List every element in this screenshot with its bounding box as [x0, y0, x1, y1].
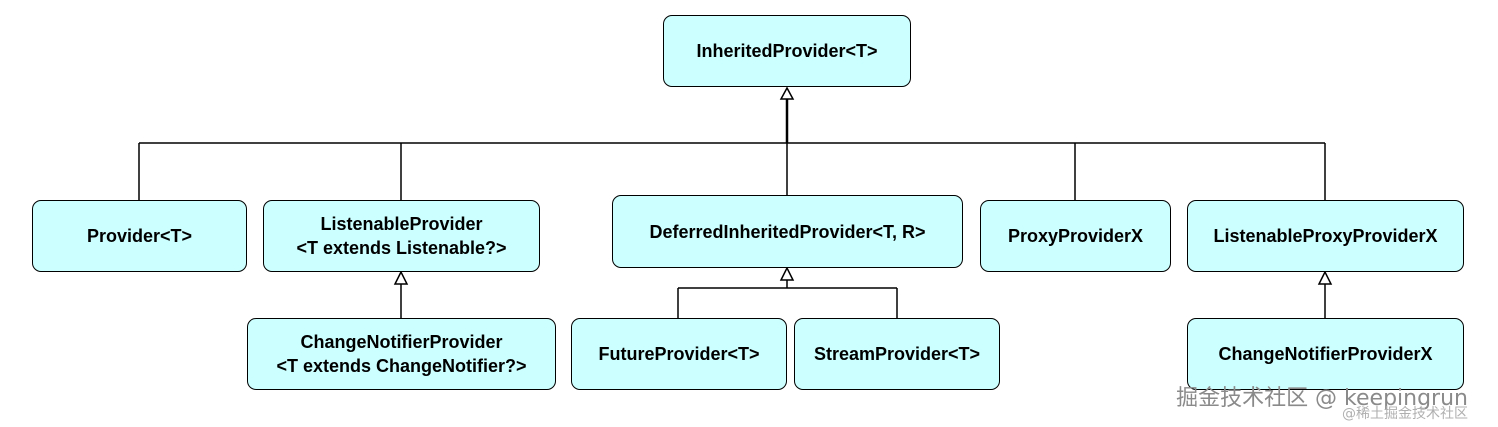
node-change-notifier-provider: ChangeNotifierProvider <T extends Change…: [247, 318, 556, 390]
watermark-sub: @稀土掘金技术社区: [1342, 406, 1468, 422]
watermark: 掘金技术社区 @ keepingrun @稀土掘金技术社区: [1176, 380, 1468, 422]
node-label: ListenableProxyProviderX: [1213, 226, 1438, 246]
node-label-line-1: ChangeNotifierProvider: [300, 332, 503, 352]
inheritance-arrowhead-inherited-provider: [779, 86, 795, 100]
node-label: InheritedProvider<T>: [696, 41, 878, 61]
node-change-notifier-provider-x: ChangeNotifierProviderX: [1187, 318, 1464, 390]
inheritance-arrowhead-listenable-proxy-provider-x: [1317, 270, 1333, 285]
node-label-line-2: <T extends Listenable?>: [296, 238, 507, 258]
watermark-main: 掘金技术社区 @ keepingrun: [1176, 386, 1468, 411]
node-listenable-provider: ListenableProvider <T extends Listenable…: [263, 200, 540, 272]
node-deferred-inherited-provider: DeferredInheritedProvider<T, R>: [612, 195, 963, 268]
inheritance-arrowhead-listenable-provider: [393, 270, 409, 285]
node-label: Provider<T>: [86, 226, 193, 246]
node-label: ChangeNotifierProviderX: [1218, 344, 1433, 364]
node-future-provider: FutureProvider<T>: [571, 318, 787, 390]
node-provider: Provider<T>: [32, 200, 247, 272]
node-inherited-provider: InheritedProvider<T>: [663, 15, 911, 87]
node-label-line-1: ListenableProvider: [320, 214, 483, 234]
node-label: FutureProvider<T>: [598, 344, 760, 364]
inheritance-arrowhead-deferred-inherited-provider: [779, 266, 795, 281]
node-label: ProxyProviderX: [1007, 226, 1144, 246]
node-label: DeferredInheritedProvider<T, R>: [649, 221, 926, 242]
node-label-line-2: <T extends ChangeNotifier?>: [276, 356, 527, 376]
node-stream-provider: StreamProvider<T>: [794, 318, 1000, 390]
node-listenable-proxy-provider-x: ListenableProxyProviderX: [1187, 200, 1464, 272]
node-label: StreamProvider<T>: [813, 344, 981, 364]
node-proxy-provider-x: ProxyProviderX: [980, 200, 1171, 272]
